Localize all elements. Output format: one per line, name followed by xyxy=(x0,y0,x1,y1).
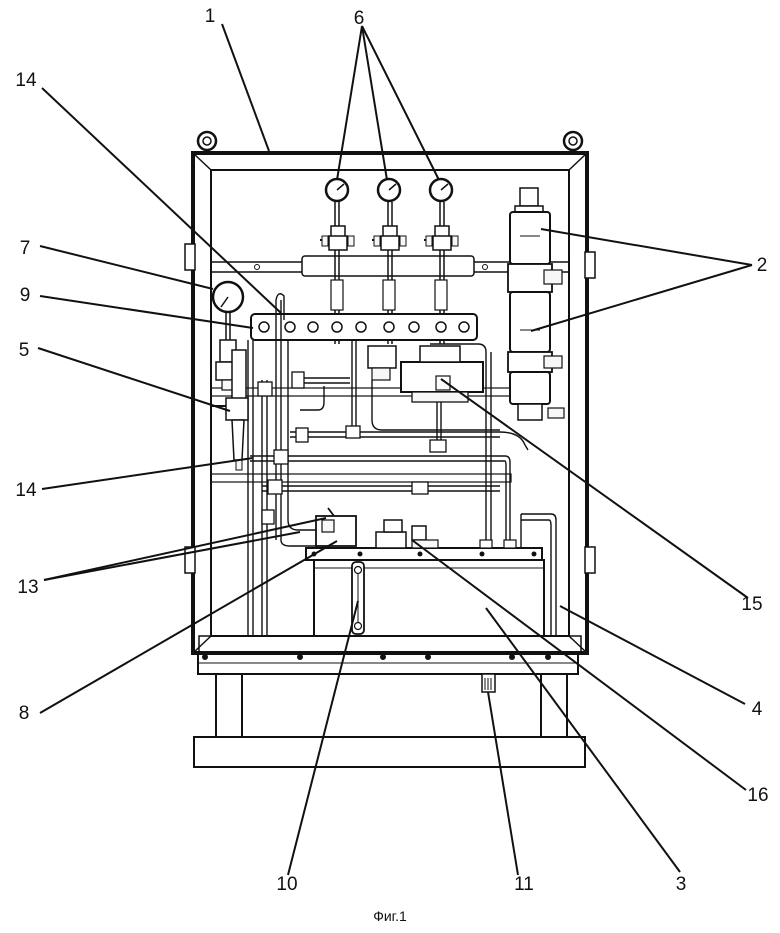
base-stand xyxy=(194,652,585,767)
callout-14-top: 14 xyxy=(15,70,37,91)
callout-13: 13 xyxy=(17,577,38,598)
tank-unit xyxy=(306,508,544,636)
lifting-eyes xyxy=(198,132,582,150)
callout-15: 15 xyxy=(741,594,762,615)
regulator-block xyxy=(368,346,483,402)
callout-16: 16 xyxy=(747,785,768,806)
callout-4: 4 xyxy=(752,699,763,720)
callout-1: 1 xyxy=(205,6,216,27)
callout-10: 10 xyxy=(276,874,297,895)
callout-11: 11 xyxy=(514,874,534,895)
callout-9: 9 xyxy=(20,285,31,306)
callout-2: 2 xyxy=(757,255,768,276)
callout-3: 3 xyxy=(676,874,687,895)
manifold xyxy=(251,314,477,340)
callout-7: 7 xyxy=(20,238,31,259)
figure-caption: Фиг.1 xyxy=(373,908,407,924)
callout-14-mid: 14 xyxy=(15,480,37,501)
callout-8: 8 xyxy=(19,703,30,724)
filter-cylinders xyxy=(508,188,564,420)
callout-5: 5 xyxy=(19,340,30,361)
callout-6: 6 xyxy=(354,8,365,29)
pressure-gauge-left xyxy=(213,282,243,340)
